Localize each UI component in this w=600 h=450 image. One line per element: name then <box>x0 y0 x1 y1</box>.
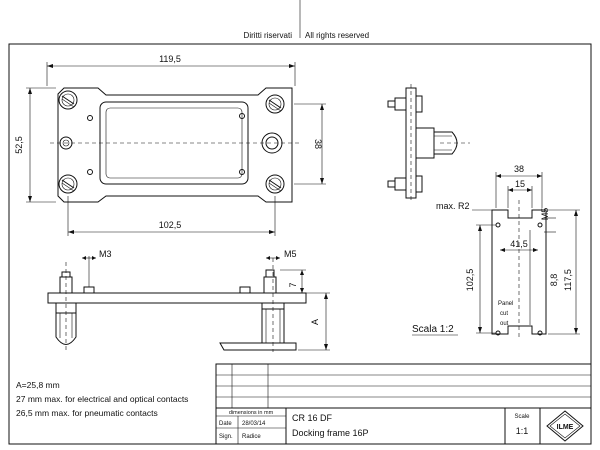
scale-note: Scala 1:2 <box>412 324 454 335</box>
bottom-left-pin <box>55 313 77 345</box>
panel-label-3: out <box>500 321 509 327</box>
bottom-m3-screw <box>83 286 95 294</box>
panel-label-1: Panel <box>498 301 513 307</box>
screw-top-left <box>58 90 78 110</box>
part-name: Docking frame 16P <box>292 428 369 438</box>
dim-cut-41-label: 41,5 <box>510 239 528 249</box>
hole-2 <box>87 169 93 175</box>
part-code: CR 16 DF <box>292 413 333 423</box>
screw-bottom-left <box>58 174 78 194</box>
panel-label-2: cut <box>500 311 508 317</box>
m5-label-cutout: M5 <box>540 208 550 221</box>
sign-value: Radice <box>242 434 261 440</box>
dim-side-height-label: 38 <box>313 139 323 149</box>
dim-height-label: 52,5 <box>14 136 24 154</box>
hole-3 <box>239 113 245 119</box>
rights-reserved-it: Diritti riservati <box>244 31 293 40</box>
bottom-plate <box>47 292 307 304</box>
cutout-view: 38 15 max. R2 M5 41,5 102,5 8,8 117,5 <box>436 164 580 340</box>
logo-text: ILME <box>557 424 574 431</box>
m5-label-bottom: M5 <box>284 249 297 259</box>
dim-a-label: A <box>310 319 320 325</box>
note-electrical: 27 mm max. for electrical and optical co… <box>16 394 188 404</box>
bottom-view: M3 M5 7 A <box>47 249 330 352</box>
note-pneumatic: 26,5 mm max. for pneumatic contacts <box>16 408 158 418</box>
dim-cut-117-label: 117,5 <box>563 269 573 291</box>
dim-inner-width-label: 102,5 <box>159 220 182 230</box>
guide-pin-right <box>261 132 283 154</box>
rights-reserved-en: All rights reserved <box>305 31 369 40</box>
m3-label: M3 <box>99 249 112 259</box>
title-block: dimensions in mm Date 28/03/14 Sign. Rad… <box>215 363 592 445</box>
side-guide-pin-body <box>415 127 435 159</box>
scale-value: 1:1 <box>516 426 529 436</box>
scale-label: Scale <box>514 414 530 420</box>
frame-outline <box>57 87 293 203</box>
dim-width-label: 119,5 <box>159 54 181 64</box>
dim-cut-38-label: 38 <box>514 164 524 174</box>
front-view: 119,5 52,5 102,5 38 <box>14 54 326 236</box>
note-a-value: A=25,8 mm <box>16 380 60 390</box>
ilme-logo: ILME <box>546 410 584 442</box>
cutout-outline <box>491 209 547 335</box>
dimensions-in-mm: dimensions in mm <box>229 410 274 416</box>
screw-bottom-right <box>265 174 285 194</box>
sign-label: Sign. <box>219 434 233 440</box>
bottom-base-block <box>219 342 297 351</box>
side-guide-pin-tip <box>433 131 458 155</box>
dim-cut-102-label: 102,5 <box>465 269 475 292</box>
dim-cut-88-label: 8,8 <box>549 274 559 287</box>
dim-7-label: 7 <box>288 282 298 287</box>
hole-4 <box>239 169 245 175</box>
radius-label: max. R2 <box>436 201 470 211</box>
hole-1 <box>87 115 93 121</box>
dim-cut-15-label: 15 <box>515 179 525 189</box>
side-view <box>387 84 470 202</box>
date-value: 28/03/14 <box>242 421 266 427</box>
date-label: Date <box>219 421 232 427</box>
screw-top-right <box>265 94 285 114</box>
